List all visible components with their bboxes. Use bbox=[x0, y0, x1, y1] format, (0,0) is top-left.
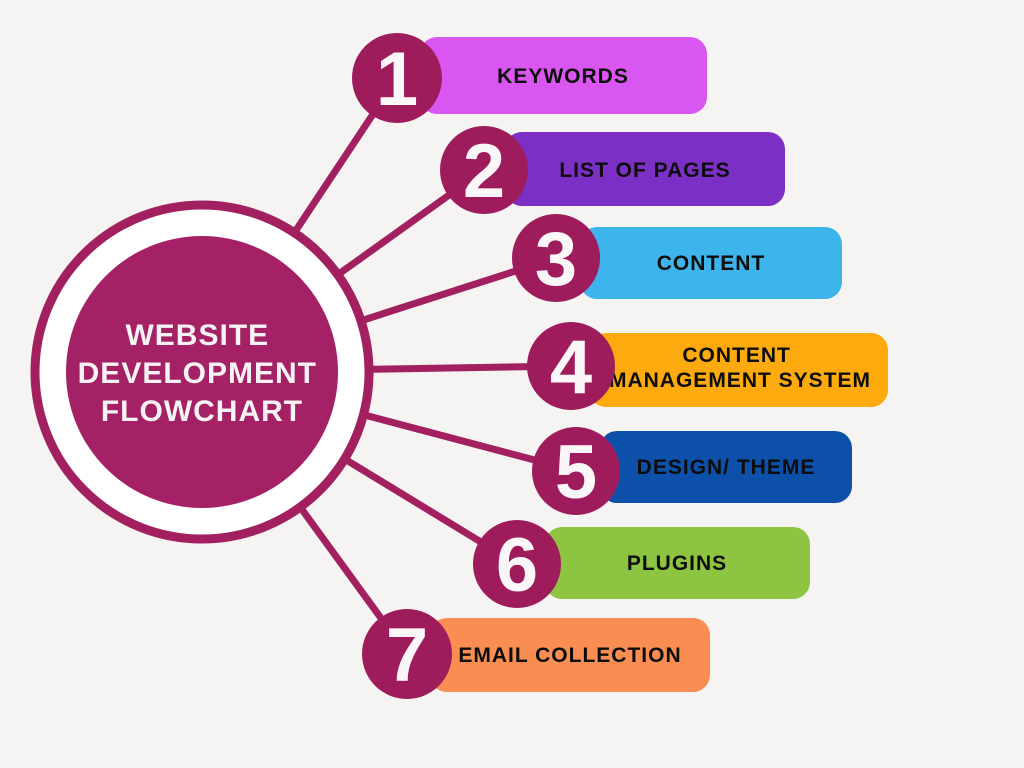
step-1: KEYWORDS 1 bbox=[352, 33, 707, 123]
step-3-label: CONTENT bbox=[657, 252, 766, 275]
step-2-label: LIST OF PAGES bbox=[559, 159, 730, 182]
step-7-number: 7 bbox=[386, 613, 428, 698]
step-7-label: EMAIL COLLECTION bbox=[458, 644, 681, 667]
step-3-number-badge bbox=[512, 214, 600, 302]
step-1-number: 1 bbox=[376, 37, 418, 122]
center-circle bbox=[66, 236, 338, 508]
step-4-label-line2: MANAGEMENT SYSTEM bbox=[609, 369, 871, 392]
step-3: CONTENT 3 bbox=[512, 214, 842, 302]
center-title-line2: DEVELOPMENT bbox=[78, 357, 317, 390]
step-2-bar bbox=[505, 132, 785, 206]
step-6-number-badge bbox=[473, 520, 561, 608]
center-title-line3: FLOWCHART bbox=[101, 395, 303, 428]
step-7: EMAIL COLLECTION 7 bbox=[362, 609, 710, 699]
step-3-number: 3 bbox=[535, 217, 577, 302]
step-4-bar bbox=[589, 333, 888, 407]
step-1-label: KEYWORDS bbox=[497, 65, 629, 88]
step-6: PLUGINS 6 bbox=[473, 520, 810, 608]
step-2-number-badge bbox=[440, 126, 528, 214]
step-6-bar bbox=[545, 527, 810, 599]
step-4: CONTENT MANAGEMENT SYSTEM 4 bbox=[527, 322, 888, 410]
step-6-label: PLUGINS bbox=[627, 552, 727, 575]
center-node: WEBSITE DEVELOPMENT FLOWCHART bbox=[30, 200, 374, 544]
step-7-bar bbox=[430, 618, 710, 692]
step-2-number: 2 bbox=[463, 129, 505, 214]
step-2: LIST OF PAGES 2 bbox=[440, 126, 785, 214]
step-1-number-badge bbox=[352, 33, 442, 123]
step-5-bar bbox=[600, 431, 852, 503]
step-1-bar bbox=[420, 37, 707, 114]
center-title-line1: WEBSITE bbox=[125, 319, 269, 352]
step-7-number-badge bbox=[362, 609, 452, 699]
step-5: DESIGN/ THEME 5 bbox=[532, 427, 852, 515]
step-4-label: CONTENT MANAGEMENT SYSTEM bbox=[609, 344, 871, 392]
step-3-bar bbox=[580, 227, 842, 299]
step-5-number-badge bbox=[532, 427, 620, 515]
step-4-label-line1: CONTENT bbox=[682, 344, 791, 367]
step-6-number: 6 bbox=[496, 523, 538, 608]
step-5-label: DESIGN/ THEME bbox=[637, 456, 816, 479]
step-4-number-badge bbox=[527, 322, 615, 410]
step-5-number: 5 bbox=[555, 430, 597, 515]
step-4-number: 4 bbox=[550, 325, 592, 410]
center-title: WEBSITE DEVELOPMENT FLOWCHART bbox=[78, 319, 327, 428]
